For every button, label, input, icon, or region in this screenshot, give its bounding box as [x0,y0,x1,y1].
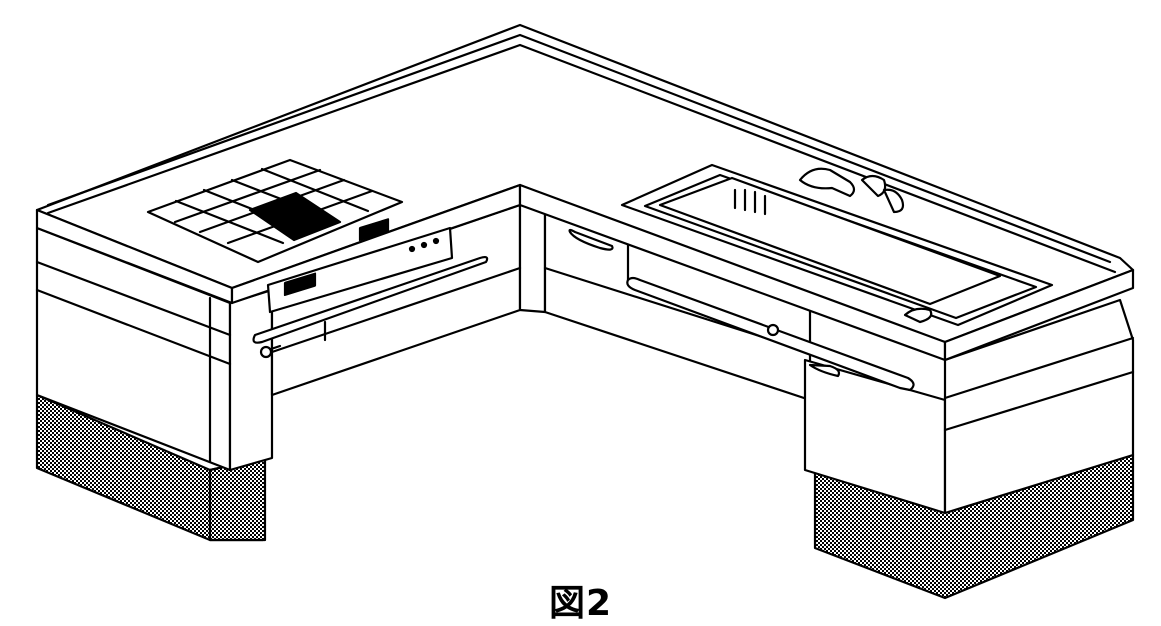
faucet [798,167,905,214]
left-base-plinth [35,393,267,542]
stove-grill [146,158,404,264]
right-cabinet [803,298,1135,515]
right-grab-rail [626,276,915,392]
stove-control-panel [266,218,454,314]
sink [620,163,1054,327]
left-towel-rail [252,256,489,359]
figure-caption: 図2 [548,583,613,624]
drawer-handle [568,228,614,251]
